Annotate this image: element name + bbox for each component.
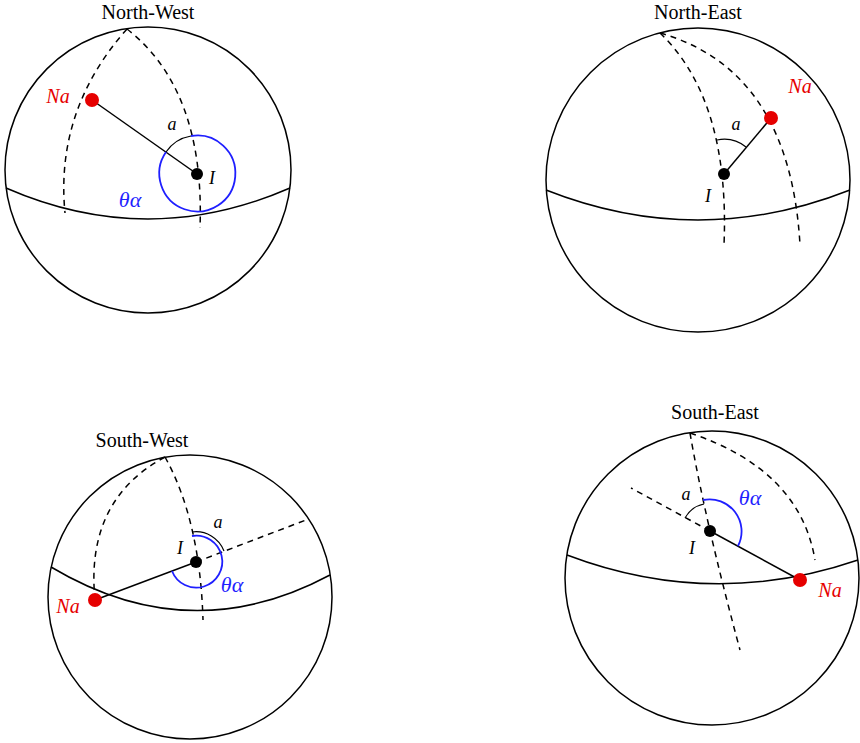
point-label: Na <box>56 596 79 616</box>
point-label: I <box>689 539 695 557</box>
sphere-panel: South-West aI Na θα <box>40 420 340 743</box>
sphere-panel: North-East a NaI <box>535 0 860 335</box>
theta-arc <box>172 536 222 588</box>
meridian <box>690 433 740 650</box>
sphere-outline <box>565 431 859 725</box>
angle-label: a <box>214 513 223 531</box>
theta-arc <box>703 499 742 546</box>
theta-arc <box>159 135 235 211</box>
equator <box>546 190 850 220</box>
great-circle-arc <box>95 562 196 600</box>
angle-arc <box>685 504 704 518</box>
point-label: Na <box>818 580 841 600</box>
point-label: I <box>209 169 215 187</box>
great-circle-arc <box>710 531 800 580</box>
great-circle-arc <box>92 100 197 174</box>
angle-arc <box>166 136 191 152</box>
meridian <box>690 433 815 560</box>
sphere-title: North-East <box>654 2 742 22</box>
point-label: Na <box>788 76 811 96</box>
point-dot <box>764 111 778 125</box>
sphere-title: North-West <box>102 2 195 22</box>
theta-label: θα <box>119 189 141 211</box>
angle-label: a <box>682 485 691 503</box>
equator <box>6 188 290 219</box>
extension-line <box>631 488 710 531</box>
meridian <box>64 29 127 213</box>
great-circle-arc <box>724 118 771 174</box>
theta-label: θα <box>739 487 761 509</box>
point-label: I <box>705 187 711 205</box>
point-dot <box>85 93 99 107</box>
sphere-outline <box>5 27 291 313</box>
point-dot <box>704 525 716 537</box>
meridian <box>94 457 165 600</box>
equator <box>51 567 330 611</box>
point-label: Na <box>46 86 69 106</box>
meridian <box>660 33 800 245</box>
point-label: I <box>177 539 183 557</box>
angle-label: a <box>732 115 741 133</box>
point-dot <box>191 168 203 180</box>
sphere-title: South-East <box>671 402 759 422</box>
point-dot <box>88 593 102 607</box>
theta-label: θα <box>221 574 243 596</box>
point-dot <box>718 168 730 180</box>
sphere-outline <box>546 28 850 332</box>
point-dot <box>190 556 202 568</box>
sphere-panel: North-WestNa a θα I <box>0 0 300 320</box>
meridian <box>660 33 724 245</box>
meridian <box>165 457 203 620</box>
sphere-title: South-West <box>96 430 189 450</box>
sphere-panel: South-East a θαI Na <box>560 400 860 730</box>
sphere-outline <box>48 455 332 739</box>
point-dot <box>793 573 807 587</box>
angle-arc <box>717 139 746 147</box>
angle-label: a <box>168 115 177 133</box>
